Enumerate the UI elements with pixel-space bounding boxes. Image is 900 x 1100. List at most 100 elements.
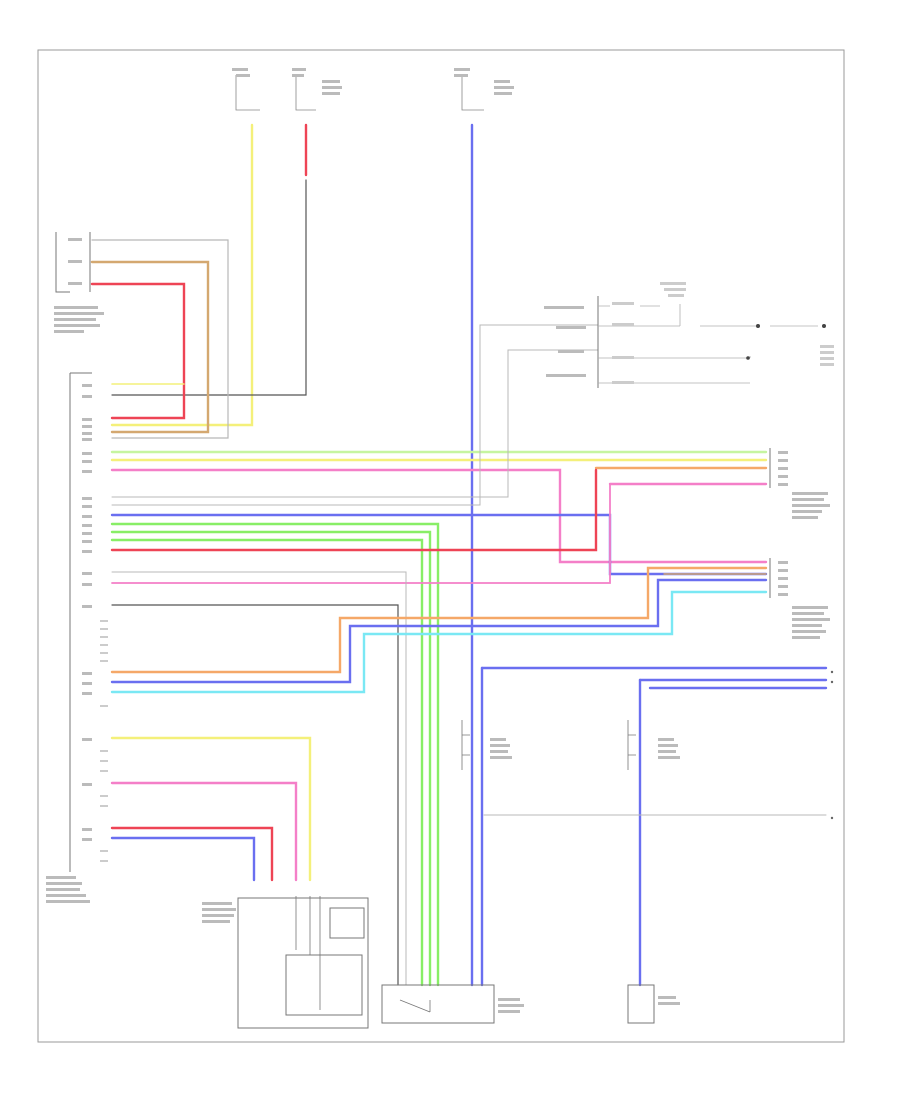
block-label <box>660 282 686 285</box>
text-block <box>232 68 248 71</box>
wire-orange-3 <box>110 566 768 674</box>
control-module <box>46 372 108 903</box>
connector-bracket <box>235 75 260 111</box>
bottom-right-module <box>627 984 680 1024</box>
wire-green-3 <box>110 538 424 987</box>
pin-label <box>778 569 788 572</box>
module-label <box>202 908 236 911</box>
text-block <box>494 80 510 83</box>
pin-label <box>778 483 788 486</box>
caption-line <box>792 516 818 519</box>
block-label <box>612 381 634 384</box>
block-label <box>820 357 834 360</box>
wire-gray-block-1 <box>111 349 599 498</box>
splice-dot <box>822 324 826 328</box>
pin-label <box>778 475 788 478</box>
caption-line <box>792 636 820 639</box>
gray-link <box>598 305 760 384</box>
block-label <box>546 374 586 377</box>
module-box <box>627 984 655 1024</box>
text-block <box>292 74 304 77</box>
block-label <box>556 326 586 329</box>
caption-line <box>46 876 76 879</box>
block-label <box>612 323 634 326</box>
wire-pink-bottom <box>110 781 298 882</box>
wire-gray-block-2 <box>111 324 599 506</box>
module-label <box>658 1002 680 1005</box>
pin-label <box>778 451 788 454</box>
sensor-label <box>490 756 512 759</box>
text-block <box>322 86 342 89</box>
text-block <box>322 92 340 95</box>
module-box <box>237 897 369 1029</box>
block-label <box>664 288 686 291</box>
pin-label <box>778 585 788 588</box>
caption-line <box>792 612 824 615</box>
pin-label <box>778 459 788 462</box>
sensor-label <box>658 738 674 741</box>
bottom-center-module <box>381 984 524 1024</box>
caption-line <box>792 504 830 507</box>
wire-blue-bottom <box>110 836 256 882</box>
splice-dot <box>746 356 750 360</box>
pin-label <box>68 260 82 263</box>
sensor-1 <box>461 720 512 770</box>
module-outline <box>69 372 92 872</box>
wire-red-long <box>110 468 598 552</box>
caption-line <box>46 882 82 885</box>
text-block <box>292 68 306 71</box>
caption-line <box>54 306 98 309</box>
sensor-label <box>490 738 506 741</box>
caption-line <box>54 312 104 315</box>
sensor-label <box>658 750 676 753</box>
block-label <box>668 294 684 297</box>
wire-black-mid <box>111 604 399 986</box>
connector-bracket <box>461 75 484 111</box>
caption-line <box>54 324 100 327</box>
module-label <box>498 1010 520 1013</box>
block-label <box>820 363 834 366</box>
caption-line <box>792 630 826 633</box>
page-border <box>37 49 845 1043</box>
connector-bracket <box>295 75 316 111</box>
wire-tan-upper <box>90 260 210 434</box>
module-label <box>202 902 232 905</box>
pin-label <box>778 467 788 470</box>
pin-labels <box>82 384 92 841</box>
text-block <box>454 74 468 77</box>
right-connector-1 <box>769 448 830 519</box>
block-label <box>820 345 834 348</box>
edge-arrow <box>830 680 834 684</box>
sensor-symbol <box>627 720 636 770</box>
edge-arrow <box>830 670 834 674</box>
pin-label <box>68 282 82 285</box>
connector-bracket <box>55 232 70 293</box>
block-label <box>612 356 634 359</box>
sensor-label <box>658 744 678 747</box>
bottom-left-module <box>202 896 369 1029</box>
wire-yellow-bottom <box>110 736 312 882</box>
sensor-label <box>658 756 680 759</box>
wire-gray-mid <box>111 571 407 986</box>
module-label <box>658 996 676 999</box>
wire-yellow-top <box>110 123 254 427</box>
text-block <box>454 68 470 71</box>
wires <box>90 123 828 987</box>
module-label <box>202 920 230 923</box>
module-trace <box>295 896 321 1010</box>
wire-green-1 <box>110 522 440 987</box>
pin-numbers <box>100 620 108 862</box>
top-connector-text <box>232 68 514 95</box>
wire-red-upper <box>90 282 186 420</box>
module-label <box>498 998 520 1001</box>
pin-label <box>778 593 788 596</box>
wire-blue-3 <box>110 578 768 684</box>
wire-cyan-3 <box>110 590 768 694</box>
module-label <box>498 1004 524 1007</box>
caption-line <box>54 330 84 333</box>
text-block <box>236 74 250 77</box>
edge-arrow <box>830 816 834 820</box>
caption-line <box>46 900 90 903</box>
sensor-2 <box>627 720 680 770</box>
